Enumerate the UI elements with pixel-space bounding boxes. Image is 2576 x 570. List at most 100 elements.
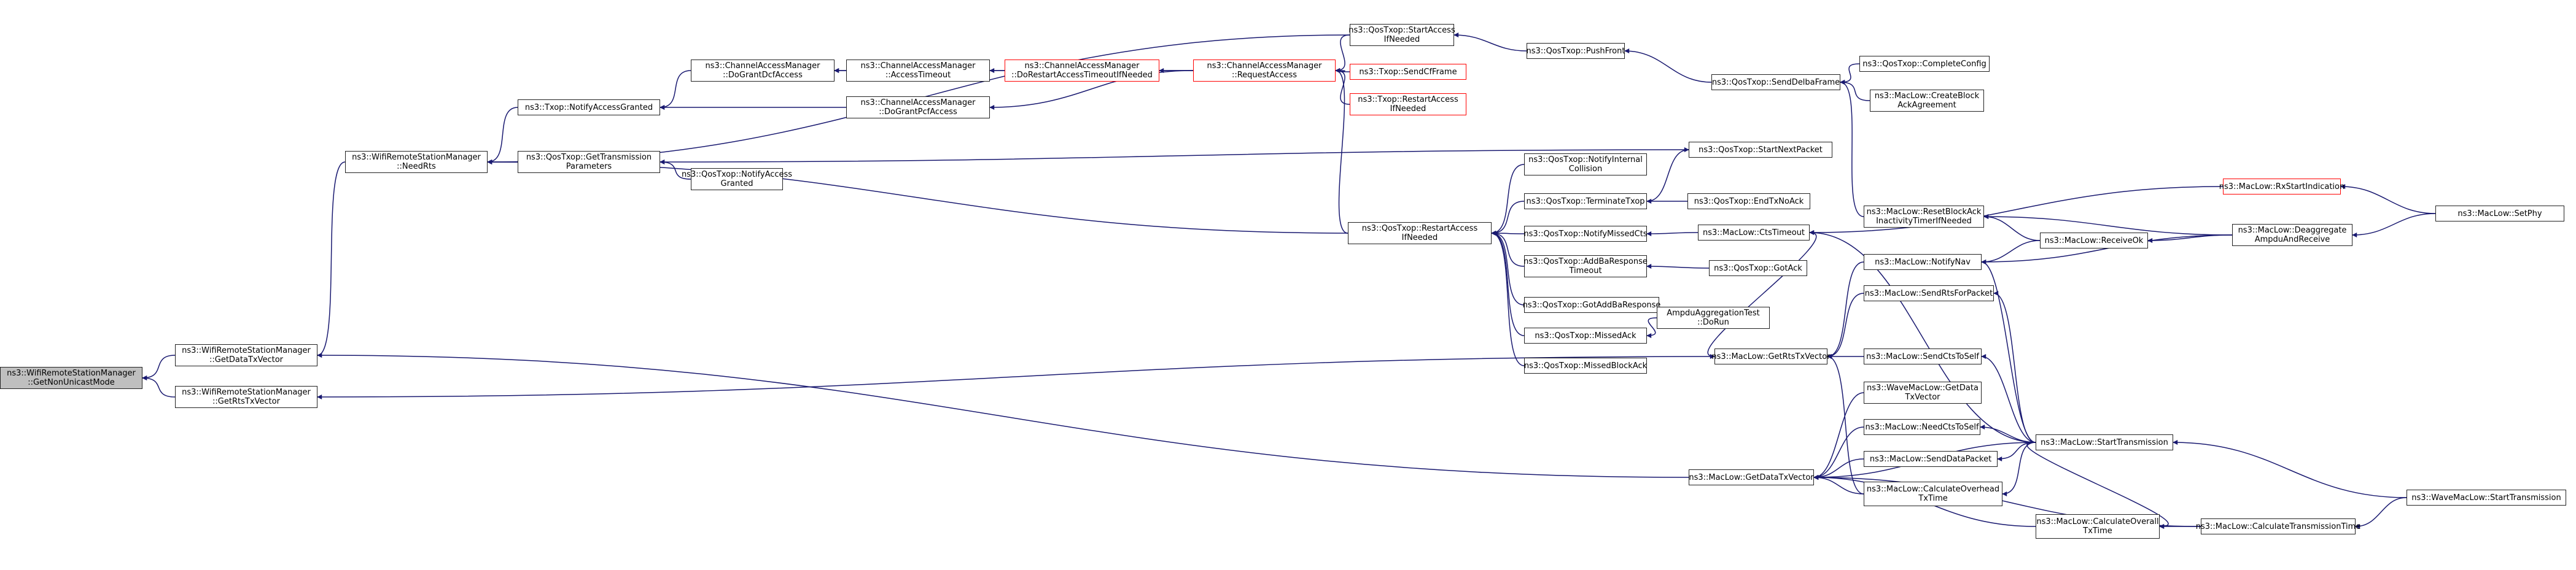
edge-setphy-to-rxstart (2340, 184, 2436, 214)
edge-requestaccess-to-dograntpcf (989, 70, 1194, 110)
edge-starttransmission-to-senddatapacket (1997, 442, 2036, 461)
node-getrtstxvec[interactable]: ns3::MacLow::GetRtsTxVector (1711, 349, 1831, 364)
node-getrtstx[interactable]: ns3::WifiRemoteStationManager ::GetRtsTx… (175, 386, 317, 408)
node-pushfront[interactable]: ns3::QosTxop::PushFront (1527, 43, 1625, 59)
node-calctxtime[interactable]: ns3::MacLow::CalculateTransmissionTime (2196, 518, 2360, 534)
edge-sendcfframe-to-requestaccess (1335, 68, 1350, 74)
edge-pushfront-to-startaccess (1453, 33, 1527, 52)
edge-deaggregate-to-resetblockack (1983, 214, 2233, 236)
edge-ampdutest-to-missedack (1646, 317, 1657, 338)
node-notifyaccessgranted2[interactable]: ns3::QosTxop::NotifyAccess Granted (682, 168, 792, 190)
edge-senddelba-to-pushfront (1624, 48, 1712, 83)
node-calcoverhead[interactable]: ns3::MacLow::CalculateOverhead TxTime (1864, 482, 2002, 506)
node-dorestart[interactable]: ns3::ChannelAccessManager ::DoRestartAcc… (1005, 60, 1159, 82)
node-getdatatxvec[interactable]: ns3::MacLow::GetDataTxVector (1689, 469, 1814, 485)
node-missedack[interactable]: ns3::QosTxop::MissedAck (1524, 328, 1647, 344)
edge-dograntdcf-to-notifyaccessgranted (660, 70, 691, 110)
edge-starttransmission-to-sendctstoself (1981, 354, 2036, 443)
node-createblockack[interactable]: ns3::MacLow::CreateBlock AckAgreement (1870, 90, 1984, 112)
node-setphy[interactable]: ns3::MacLow::SetPhy (2435, 206, 2564, 221)
node-needctstoself[interactable]: ns3::MacLow::NeedCtsToSelf (1864, 419, 1980, 435)
edge-qosrestart-to-requestaccess (1335, 68, 1348, 234)
edge-resetblockack-to-senddelba (1840, 80, 1864, 217)
edge-notifyinternal-to-qosrestart (1491, 164, 1525, 236)
node-sendrtsforpacket[interactable]: ns3::MacLow::SendRtsForPacket (1864, 285, 1994, 301)
edge-ctstimeout-to-getrtstxvec (1707, 232, 1817, 359)
edge-sendrtsforpacket-to-getrtstxvec (1827, 293, 1864, 359)
edge-missedack-to-qosrestart (1491, 231, 1525, 336)
node-endtxnoack[interactable]: ns3::QosTxop::EndTxNoAck (1687, 193, 1810, 209)
edge-getdatatxvec-to-getdatatx (317, 353, 1689, 478)
edge-notifyaccessgranted2-to-gettransparams (660, 160, 691, 180)
edge-notifyaccessgranted-to-needrts (487, 107, 518, 164)
node-notifymissedcts[interactable]: ns3::QosTxop::NotifyMissedCts (1523, 226, 1648, 242)
node-completeconfig[interactable]: ns3::QosTxop::CompleteConfig (1859, 56, 1990, 72)
node-accesstimeout[interactable]: ns3::ChannelAccessManager ::AccessTimeou… (846, 60, 990, 82)
node-ampdutest[interactable]: AmpduAggregationTest ::DoRun (1657, 307, 1770, 329)
edge-getdatatx-to-getnonunicast (142, 355, 176, 380)
node-dograntdcf[interactable]: ns3::ChannelAccessManager ::DoGrantDcfAc… (691, 60, 835, 82)
edge-completeconfig-to-senddelba (1840, 63, 1860, 85)
node-notifyaccessgranted[interactable]: ns3::Txop::NotifyAccessGranted (518, 99, 660, 115)
node-deaggregate[interactable]: ns3::MacLow::Deaggregate AmpduAndReceive (2232, 224, 2352, 246)
node-resetblockack[interactable]: ns3::MacLow::ResetBlockAck InactivityTim… (1864, 206, 1984, 228)
node-ctstimeout[interactable]: ns3::MacLow::CtsTimeout (1698, 225, 1810, 241)
edge-notifynav-to-getrtstxvec (1827, 261, 1864, 359)
edge-getrtstx-to-getnonunicast (142, 376, 176, 398)
node-senddatapacket[interactable]: ns3::MacLow::SendDataPacket (1864, 451, 1998, 467)
edge-startnextpacket-to-gettransparams (660, 149, 1689, 164)
node-needrts[interactable]: ns3::WifiRemoteStationManager ::NeedRts (345, 151, 488, 173)
node-qosrestart[interactable]: ns3::QosTxop::RestartAccess IfNeeded (1348, 222, 1492, 244)
node-calcoverall[interactable]: ns3::MacLow::CalculateOverall TxTime (2036, 514, 2160, 539)
edge-notifymissedcts-to-qosrestart (1491, 231, 1525, 236)
node-rxstart[interactable]: ns3::MacLow::RxStartIndication (2219, 179, 2344, 194)
node-wavegetdatatx[interactable]: ns3::WaveMacLow::GetData TxVector (1864, 382, 1982, 404)
node-sendctstoself[interactable]: ns3::MacLow::SendCtsToSelf (1864, 349, 1982, 364)
node-senddelba[interactable]: ns3::QosTxop::SendDelbaFrame (1711, 74, 1840, 90)
node-notifyinternal[interactable]: ns3::QosTxop::NotifyInternal Collision (1524, 153, 1647, 175)
edge-txoprestart-to-requestaccess (1335, 68, 1350, 105)
node-requestaccess[interactable]: ns3::ChannelAccessManager ::RequestAcces… (1193, 60, 1336, 82)
edge-wavestarttx-to-starttransmission (2173, 440, 2407, 498)
node-gotack[interactable]: ns3::QosTxop::GotAck (1709, 260, 1807, 276)
edge-ctstimeout-to-notifymissedcts (1646, 231, 1699, 236)
edge-calcoverhead-to-getdatatxvec (1813, 475, 1864, 495)
edge-terminatetxop-to-startnextpacket (1646, 147, 1689, 202)
node-starttransmission[interactable]: ns3::MacLow::StartTransmission (2036, 434, 2173, 450)
edge-missedblockack-to-qosrestart (1491, 231, 1525, 366)
node-gotaddba[interactable]: ns3::QosTxop::GotAddBaResponse (1523, 297, 1660, 313)
edge-needrts-to-getdatatx (317, 161, 346, 358)
node-startaccess[interactable]: ns3::QosTxop::StartAccess IfNeeded (1348, 24, 1455, 46)
edge-wavegetdatatx-to-getdatatxvec (1813, 392, 1864, 480)
node-gettransparams[interactable]: ns3::QosTxop::GetTransmission Parameters (518, 151, 660, 173)
node-missedblockack[interactable]: ns3::QosTxop::MissedBlockAck (1524, 358, 1647, 374)
node-receiveok[interactable]: ns3::MacLow::ReceiveOk (2040, 233, 2148, 248)
edge-getrtstxvec-to-getrtstx (317, 356, 1715, 399)
edge-starttransmission-to-ctstimeout (1809, 230, 2036, 443)
node-dograntpcf[interactable]: ns3::ChannelAccessManager ::DoGrantPcfAc… (846, 96, 990, 118)
edge-addbaresp-to-qosrestart (1491, 231, 1525, 267)
edge-senddatapacket-to-getdatatxvec (1813, 458, 1864, 480)
edge-gotack-to-addbaresp (1646, 264, 1710, 269)
node-wavestarttx[interactable]: ns3::WaveMacLow::StartTransmission (2407, 490, 2566, 506)
edge-terminatetxop-to-qosrestart (1491, 201, 1525, 236)
edge-wavestarttx-to-calctxtime (2355, 497, 2407, 529)
edge-starttransmission-to-calcoverhead (2002, 442, 2036, 496)
node-notifynav[interactable]: ns3::MacLow::NotifyNav (1864, 254, 1982, 270)
node-terminatetxop[interactable]: ns3::QosTxop::TerminateTxop (1524, 193, 1647, 209)
edge-startaccess-to-requestaccess (1335, 34, 1350, 73)
edge-needctstoself-to-getdatatxvec (1813, 426, 1864, 480)
edge-receiveok-to-notifynav (1981, 240, 2041, 264)
edge-receiveok-to-resetblockack (1983, 214, 2041, 241)
edge-calcoverhead-to-getrtstxvec (1827, 354, 1864, 495)
node-addbaresp[interactable]: ns3::QosTxop::AddBaResponse Timeout (1523, 255, 1648, 277)
node-txoprestart[interactable]: ns3::Txop::RestartAccess IfNeeded (1350, 93, 1466, 115)
node-startnextpacket[interactable]: ns3::QosTxop::StartNextPacket (1689, 142, 1832, 158)
edge-starttransmission-to-calcoverall (2026, 442, 2169, 529)
node-getnonunicast[interactable]: ns3::WifiRemoteStationManager ::GetNonUn… (0, 367, 142, 389)
node-sendcfframe[interactable]: ns3::Txop::SendCfFrame (1350, 64, 1466, 80)
node-getdatatx[interactable]: ns3::WifiRemoteStationManager ::GetDataT… (175, 344, 317, 366)
edge-gotaddba-to-qosrestart (1491, 231, 1525, 306)
